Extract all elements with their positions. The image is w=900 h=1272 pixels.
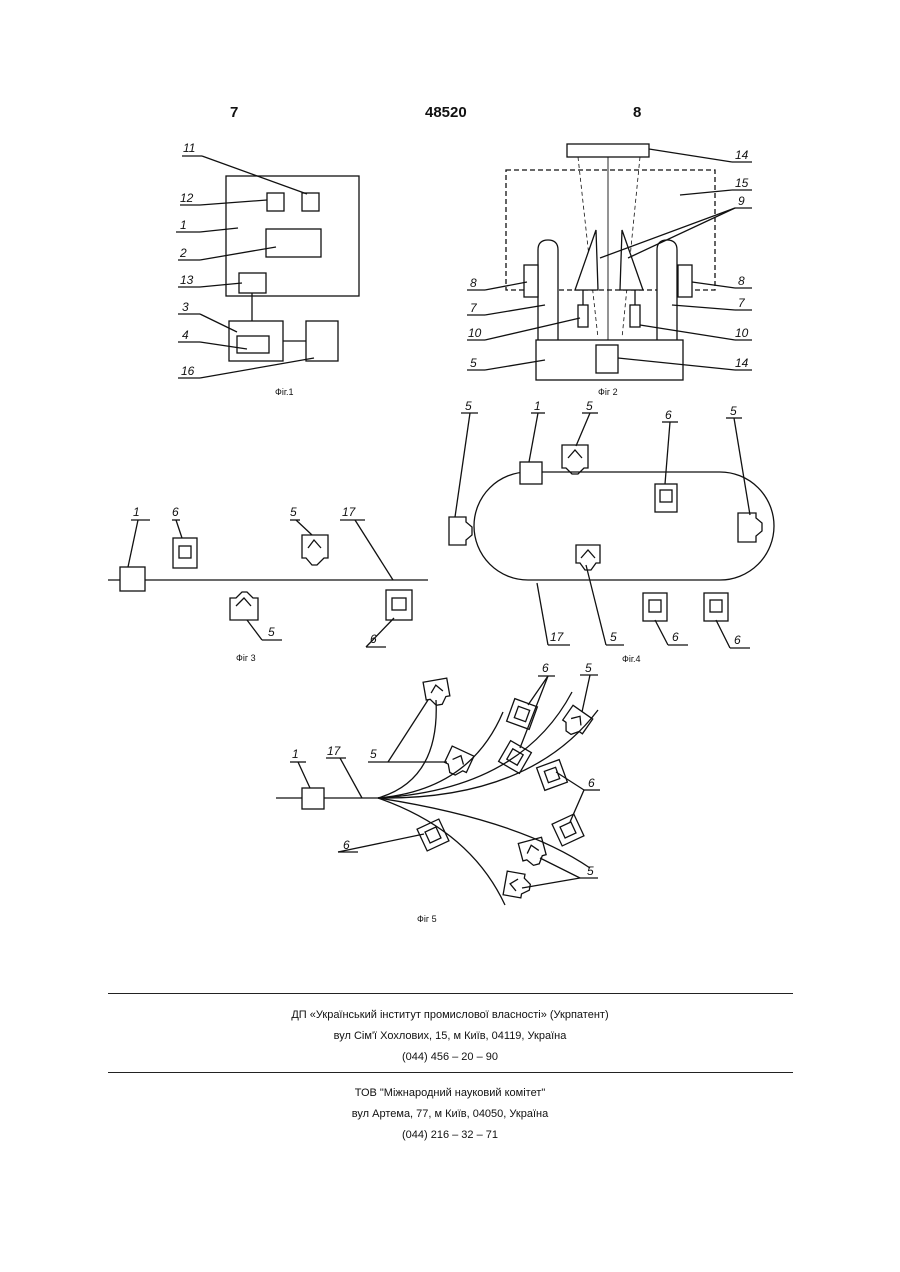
footer-block-2: ТОВ "Міжнародний науковий комітет" вул А… (0, 1083, 900, 1146)
fig4-label: 6 (665, 408, 672, 422)
fig5-label: 5 (370, 747, 377, 761)
fig1-label: 16 (181, 364, 195, 378)
fig5-label: 6 (343, 838, 350, 852)
footer-address-1: вул Сім'ї Хохлових, 15, м Київ, 04119, У… (0, 1026, 900, 1047)
fig5-label: 6 (588, 776, 595, 790)
figure-1 (176, 156, 359, 378)
figure-5 (276, 675, 600, 905)
figure-2 (467, 144, 752, 380)
fig1-label: 4 (182, 328, 189, 342)
fig2-label: 14 (735, 356, 749, 370)
footer-phone-2: (044) 216 – 32 – 71 (0, 1125, 900, 1146)
fig3-label: 17 (342, 505, 357, 519)
fig1-label: 11 (183, 141, 195, 155)
fig3-label: 6 (370, 632, 377, 646)
fig4-label: 1 (534, 399, 541, 413)
footer-org-1: ДП «Український інститут промислової вла… (0, 1005, 900, 1026)
footer-org-2: ТОВ "Міжнародний науковий комітет" (0, 1083, 900, 1104)
fig3-label: 5 (290, 505, 297, 519)
fig5-label: 1 (292, 747, 299, 761)
fig2-label: 5 (470, 356, 477, 370)
fig2-label: 7 (738, 296, 746, 310)
fig3-label: 1 (133, 505, 140, 519)
fig1-label: 2 (179, 246, 187, 260)
fig2-label: 8 (738, 274, 745, 288)
fig4-label: 5 (586, 399, 593, 413)
fig3-label: 5 (268, 625, 275, 639)
fig2-label: 15 (735, 176, 749, 190)
figures-drawing: 11 12 1 2 13 3 4 16 Фіг.1 14 15 9 8 7 10… (0, 0, 900, 960)
fig1-caption: Фіг.1 (275, 387, 294, 397)
fig5-label: 5 (585, 661, 592, 675)
fig5-caption: Фіг 5 (417, 914, 437, 924)
fig4-label: 6 (672, 630, 679, 644)
fig4-caption: Фіг.4 (622, 654, 641, 664)
figure-4 (449, 413, 774, 648)
footer-divider-bottom (108, 1072, 793, 1073)
fig4-label: 17 (550, 630, 565, 644)
fig5-label: 17 (327, 744, 342, 758)
fig1-label: 3 (182, 300, 189, 314)
fig5-label: 5 (587, 864, 594, 878)
fig2-caption: Фіг 2 (598, 387, 618, 397)
footer-block-1: ДП «Український інститут промислової вла… (0, 1005, 900, 1068)
fig4-label: 5 (610, 630, 617, 644)
fig4-label: 5 (465, 399, 472, 413)
fig1-label: 12 (180, 191, 194, 205)
fig4-label: 5 (730, 404, 737, 418)
fig2-label: 10 (468, 326, 482, 340)
fig3-label: 6 (172, 505, 179, 519)
fig1-label: 13 (180, 273, 194, 287)
footer-address-2: вул Артема, 77, м Київ, 04050, Україна (0, 1104, 900, 1125)
fig3-caption: Фіг 3 (236, 653, 256, 663)
fig1-label: 1 (180, 218, 187, 232)
fig4-label: 6 (734, 633, 741, 647)
fig2-label: 8 (470, 276, 477, 290)
footer-divider-top (108, 993, 793, 994)
footer-phone-1: (044) 456 – 20 – 90 (0, 1047, 900, 1068)
fig2-label: 10 (735, 326, 749, 340)
fig2-label: 14 (735, 148, 749, 162)
fig2-label: 7 (470, 301, 478, 315)
fig2-label: 9 (738, 194, 745, 208)
fig5-label: 6 (542, 661, 549, 675)
